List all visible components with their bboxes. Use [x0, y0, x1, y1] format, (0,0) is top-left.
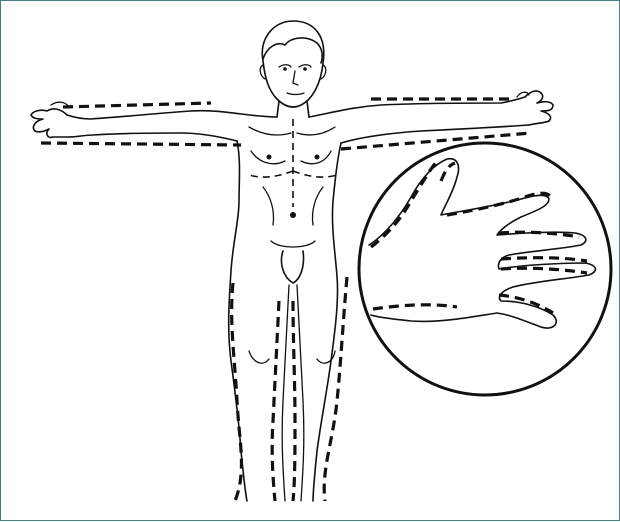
torso	[229, 127, 341, 501]
head	[260, 21, 326, 107]
right-arm	[309, 91, 553, 143]
hand-detail-inset	[359, 143, 611, 395]
neck-right	[307, 101, 309, 117]
neck-left	[277, 101, 279, 117]
